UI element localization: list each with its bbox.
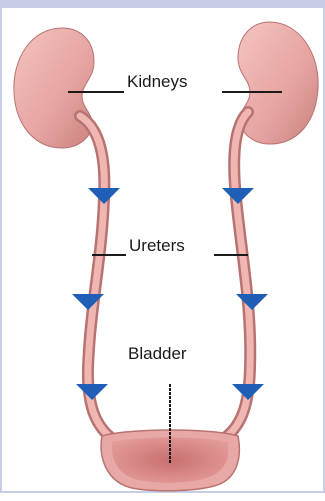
flow-arrow-icon	[236, 294, 268, 310]
flow-arrow-icon	[76, 384, 108, 400]
kidneys-label: Kidneys	[125, 72, 189, 92]
flow-arrow-icon	[222, 188, 254, 204]
flow-arrow-icon	[232, 384, 264, 400]
left-kidney	[14, 28, 94, 148]
flow-arrow-icon	[88, 188, 120, 204]
ureters-label: Ureters	[127, 236, 187, 256]
right-kidney	[238, 22, 318, 144]
bladder-label: Bladder	[126, 344, 189, 364]
